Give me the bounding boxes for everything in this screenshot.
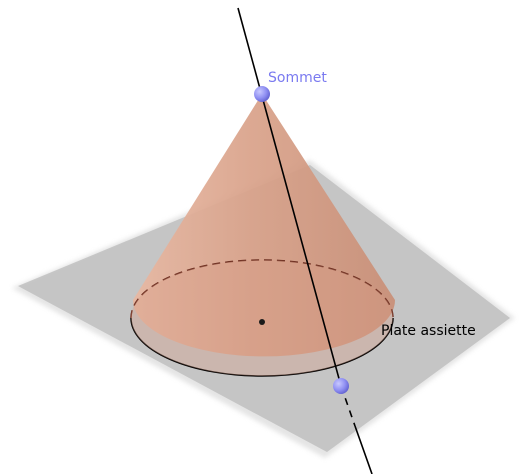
apex-point[interactable] [254, 86, 270, 102]
cone-surface[interactable] [133, 94, 395, 357]
cone-base-front-edge [130, 317, 394, 377]
plane-label: Plate assiette [381, 323, 476, 339]
cone-base-fill [131, 260, 393, 376]
base-point[interactable] [333, 378, 349, 394]
cone-base-back-edge [130, 259, 394, 319]
line-upper-segment[interactable] [237, 7, 342, 387]
base-center-dot[interactable] [259, 319, 265, 325]
apex-label: Sommet [268, 70, 327, 86]
line-lower-segment[interactable] [354, 425, 373, 474]
